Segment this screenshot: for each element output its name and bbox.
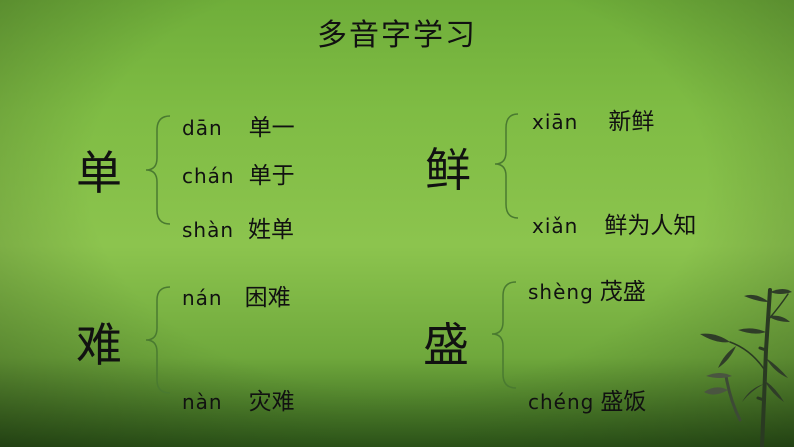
bracket-dan bbox=[145, 115, 171, 225]
bracket-sheng bbox=[491, 281, 517, 389]
char-dan: 单 bbox=[76, 146, 122, 200]
word: 盛饭 bbox=[600, 389, 647, 415]
entry-nan-2: nàn 灾难 bbox=[182, 382, 295, 416]
pinyin: nàn bbox=[182, 390, 223, 414]
char-sheng: 盛 bbox=[423, 318, 469, 372]
entry-sheng-2: chéng 盛饭 bbox=[528, 382, 646, 416]
word: 鲜为人知 bbox=[604, 213, 697, 239]
pinyin: xiǎn bbox=[532, 214, 579, 238]
pinyin: shàn bbox=[182, 218, 235, 242]
word: 灾难 bbox=[248, 389, 295, 415]
word: 新鲜 bbox=[608, 109, 655, 135]
pinyin: chéng bbox=[528, 390, 595, 414]
pinyin: dān bbox=[182, 116, 223, 140]
slide-title: 多音字学习 bbox=[317, 18, 477, 53]
bracket-xian bbox=[494, 113, 519, 219]
word: 姓单 bbox=[248, 217, 295, 243]
entry-nan-1: nán 困难 bbox=[182, 278, 291, 312]
pinyin: shèng bbox=[528, 280, 594, 304]
word: 单一 bbox=[248, 115, 295, 141]
entry-dan-3: shàn 姓单 bbox=[182, 210, 294, 244]
pinyin: chán bbox=[182, 164, 235, 188]
entry-dan-2: chán 单于 bbox=[182, 156, 295, 190]
bracket-nan bbox=[145, 286, 171, 394]
word: 茂盛 bbox=[599, 279, 646, 305]
word: 单于 bbox=[248, 163, 295, 189]
entry-xian-1: xiān 新鲜 bbox=[532, 102, 654, 136]
pinyin: nán bbox=[182, 286, 223, 310]
bamboo-icon bbox=[700, 288, 792, 447]
pinyin: xiān bbox=[532, 110, 579, 134]
char-xian: 鲜 bbox=[425, 143, 471, 197]
char-nan: 难 bbox=[76, 318, 122, 372]
entry-dan-1: dān 单一 bbox=[182, 108, 295, 142]
entry-xian-2: xiǎn 鲜为人知 bbox=[532, 206, 696, 240]
entry-sheng-1: shèng 茂盛 bbox=[528, 272, 646, 306]
word: 困难 bbox=[244, 285, 291, 311]
